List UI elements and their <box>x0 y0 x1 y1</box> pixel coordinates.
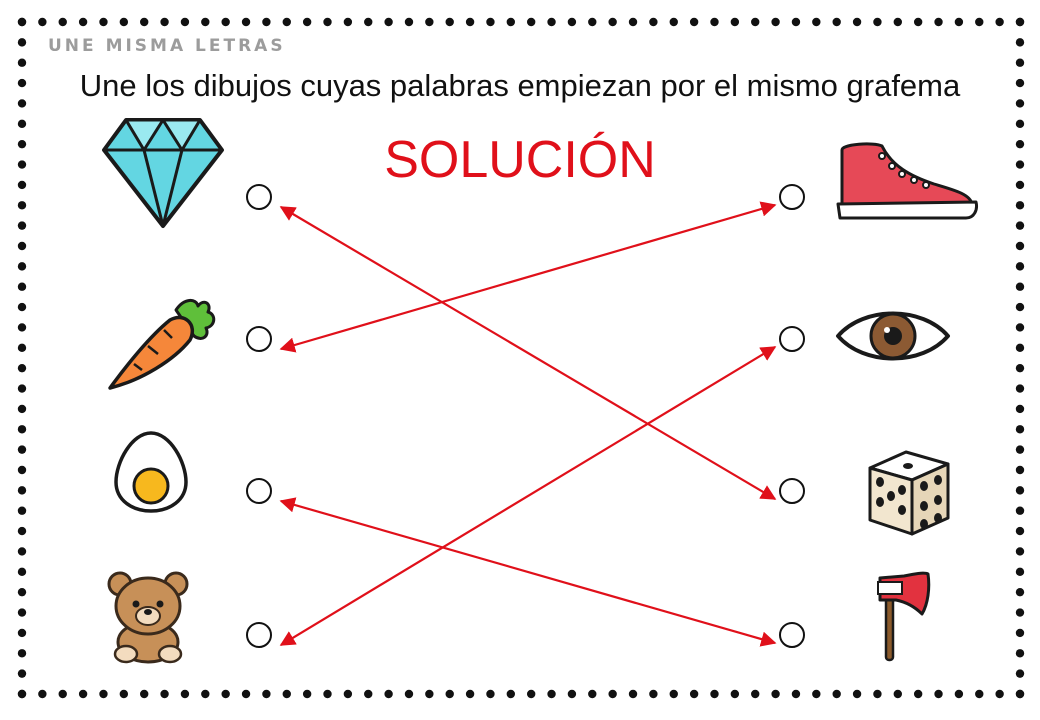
teddy-bear-icon <box>107 571 189 664</box>
carrot-icon <box>108 299 216 390</box>
right-dot-dice[interactable] <box>779 478 805 504</box>
right-dot-axe[interactable] <box>779 622 805 648</box>
right-dot-eye[interactable] <box>779 326 805 352</box>
left-dot-carrot[interactable] <box>246 326 272 352</box>
right-dot-sneaker[interactable] <box>779 184 805 210</box>
axe-icon <box>877 571 931 662</box>
sneaker-icon <box>836 142 978 220</box>
left-dot-egg[interactable] <box>246 478 272 504</box>
diamond-icon <box>102 118 224 228</box>
eye-icon <box>836 311 950 361</box>
corner-label: UNE MISMA LETRAS <box>48 36 286 56</box>
dice-icon <box>868 450 950 536</box>
egg-icon <box>114 431 188 513</box>
left-dot-teddy-bear[interactable] <box>246 622 272 648</box>
instruction-text: Une los dibujos cuyas palabras empiezan … <box>79 68 961 103</box>
left-dot-diamond[interactable] <box>246 184 272 210</box>
solution-title: SOLUCIÓN <box>384 131 656 189</box>
